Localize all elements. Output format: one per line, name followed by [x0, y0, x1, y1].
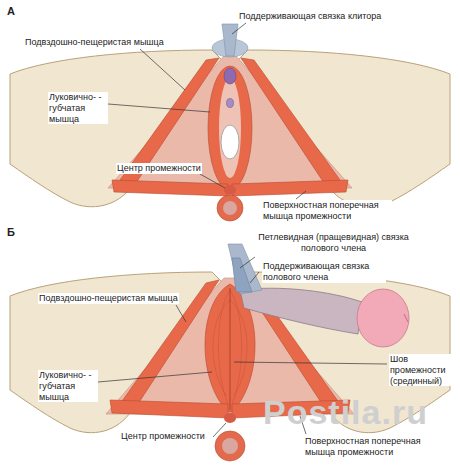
- organ-opening: [224, 68, 236, 84]
- bulbospongiosus-muscle: [230, 288, 231, 410]
- part-label: Поддерживающая связка клитора: [238, 11, 382, 22]
- perineal-membrane: [108, 56, 352, 188]
- organ-opening: [221, 125, 239, 159]
- leader-line: [232, 23, 246, 34]
- panel-letter: А: [6, 5, 16, 18]
- organ-opening: [227, 99, 234, 108]
- perineal-membrane: [108, 56, 352, 188]
- part-label: Центр промежности: [116, 163, 202, 174]
- part-label: Шов промежности (срединный): [389, 354, 457, 386]
- perineal-body-and-anus: [215, 413, 245, 461]
- watermark: Postila.ru: [262, 392, 429, 433]
- leader-line: [176, 305, 186, 322]
- leader-line: [98, 23, 387, 437]
- part-label: Подвздошно-пещеристая мышца: [24, 37, 165, 48]
- bulbospongiosus-muscle: [219, 78, 241, 178]
- penis: [357, 289, 409, 347]
- leader-line: [296, 191, 306, 199]
- perineal-body-and-anus: [217, 185, 243, 221]
- part-label: Луковично- - губчатая мышца: [48, 92, 108, 124]
- part-label: Поверхностная поперечная мышца промежнос…: [262, 200, 392, 222]
- panel-letter: Б: [6, 226, 16, 239]
- part-label: Луковично- - губчатая мышца: [38, 370, 98, 402]
- pelvic-bone: [10, 50, 450, 207]
- ligament: [212, 24, 248, 57]
- perineal-body-and-anus: [224, 413, 236, 423]
- leader-line: [234, 362, 387, 364]
- leader-line: [98, 372, 212, 382]
- part-label: Петлевидная (пращевидная) связка половог…: [250, 232, 417, 254]
- perineal-body-and-anus: [223, 201, 237, 215]
- transverse-perineal-muscle: [110, 400, 228, 418]
- ischiocavernosus-muscle: [241, 58, 340, 186]
- perineal-body-and-anus: [215, 431, 245, 461]
- part-label: Поверхностная поперечная мышца промежнос…: [304, 436, 434, 458]
- leader-line: [200, 174, 225, 188]
- part-label: Поддерживающая связка полового члена: [262, 261, 386, 283]
- leader-line: [140, 49, 185, 90]
- pelvic-bone: [10, 272, 450, 433]
- perineal-body-and-anus: [222, 438, 238, 454]
- penis: [404, 314, 408, 322]
- ligament: [222, 24, 238, 56]
- leader-line: [250, 272, 259, 283]
- penis: [240, 288, 409, 347]
- organ-opening: [221, 68, 239, 159]
- perineal-body-and-anus: [224, 185, 236, 195]
- transverse-perineal-muscle: [112, 180, 348, 196]
- bulbospongiosus-muscle: [208, 66, 252, 190]
- perineal-body-and-anus: [217, 195, 243, 221]
- leader-line: [213, 423, 226, 437]
- ligament: [232, 258, 252, 292]
- transverse-perineal-muscle: [232, 180, 348, 196]
- part-label: Центр промежности: [120, 431, 206, 442]
- leader-line: [240, 257, 255, 268]
- transverse-perineal-muscle: [112, 180, 228, 196]
- leader-line: [108, 104, 210, 112]
- part-label: Подвздошно-пещеристая мышца: [38, 293, 179, 304]
- penis: [240, 288, 362, 334]
- bulbospongiosus-muscle: [208, 66, 252, 190]
